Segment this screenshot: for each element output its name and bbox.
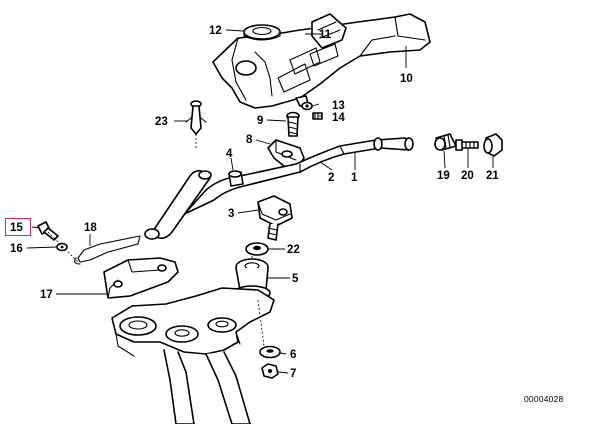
- callout-14[interactable]: 14: [332, 112, 345, 124]
- part-6-washer: [259, 345, 281, 359]
- part-1-handlebar: [144, 137, 414, 240]
- selected-part-highlight: [5, 218, 31, 236]
- part-9-bolt: [286, 111, 300, 137]
- part-17-mounting-plate: [103, 257, 179, 299]
- part-20-screw: [455, 139, 479, 151]
- callout-20[interactable]: 20: [461, 170, 474, 182]
- callout-6[interactable]: 6: [290, 349, 296, 361]
- callout-10[interactable]: 10: [400, 73, 413, 85]
- callout-2[interactable]: 2: [328, 172, 334, 184]
- part-15-bolt: [37, 221, 59, 241]
- leader-lines: [26, 29, 494, 374]
- part-7-nut: [261, 363, 279, 379]
- callout-22[interactable]: 22: [287, 244, 300, 256]
- part-3-pivot-bracket: [257, 195, 293, 241]
- callout-21[interactable]: 21: [486, 170, 499, 182]
- callout-3[interactable]: 3: [228, 208, 234, 220]
- part-14-screw: [312, 112, 323, 120]
- callout-13[interactable]: 13: [332, 100, 345, 112]
- part-21-end-cap: [483, 133, 503, 157]
- callout-15[interactable]: 15: [10, 222, 23, 234]
- callout-5[interactable]: 5: [292, 273, 299, 285]
- part-18-spring-clip: [74, 235, 141, 265]
- drawing-number: 00004028: [524, 394, 564, 404]
- callout-labels: 12 11 10 13 14 23 9 8 4 2 1 3 22 5 6 7 1…: [10, 25, 499, 380]
- callout-17[interactable]: 17: [40, 289, 53, 301]
- callout-12[interactable]: 12: [209, 25, 222, 37]
- callout-4[interactable]: 4: [226, 148, 233, 160]
- part-11-cable-holder: [311, 13, 347, 49]
- callout-16[interactable]: 16: [10, 243, 23, 255]
- part-12-grommet: [243, 24, 281, 41]
- part-22-washer: [245, 242, 269, 256]
- part-16-washer: [56, 242, 68, 252]
- lower-clamp: [111, 287, 275, 424]
- callout-8[interactable]: 8: [246, 134, 253, 146]
- callout-18[interactable]: 18: [84, 222, 97, 234]
- callout-11[interactable]: 11: [319, 29, 332, 41]
- part-19-bar-end-weight: [434, 133, 457, 151]
- callout-1[interactable]: 1: [351, 172, 358, 184]
- part-13-nut: [301, 101, 313, 111]
- callout-9[interactable]: 9: [257, 115, 263, 127]
- callout-7[interactable]: 7: [290, 368, 296, 380]
- part-4-bushing: [228, 170, 244, 187]
- part-23-rivet: [185, 100, 207, 135]
- callout-19[interactable]: 19: [437, 170, 450, 182]
- callout-23[interactable]: 23: [155, 116, 168, 128]
